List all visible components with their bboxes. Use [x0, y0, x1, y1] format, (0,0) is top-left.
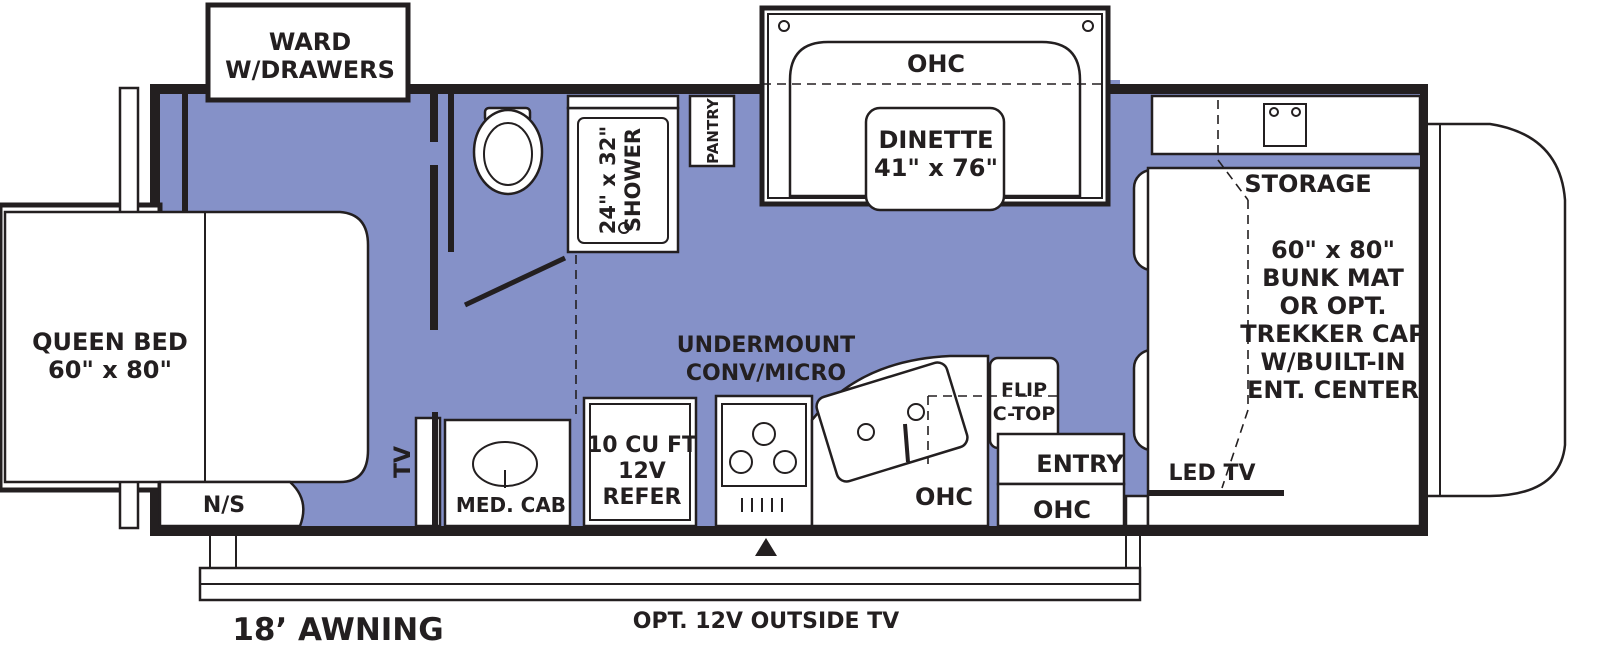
shower-label-2: SHOWER: [621, 128, 645, 232]
vanity: [414, 412, 572, 534]
microwave-label-1: UNDERMOUNT: [677, 333, 855, 358]
storage-label: STORAGE: [1244, 170, 1371, 198]
flip-ctop-label-2: C-TOP: [993, 403, 1056, 425]
exterior-walls: [150, 84, 1428, 536]
microwave-label-2: CONV/MICRO: [686, 361, 846, 386]
dinette-label-1: DINETTE: [878, 126, 993, 154]
bunk-label-2: BUNK MAT: [1262, 264, 1404, 292]
outside-tv-label: OPT. 12V OUTSIDE TV: [633, 609, 899, 634]
bunk: [1146, 166, 1422, 528]
queen-bed: [3, 210, 370, 484]
nightstand: [158, 480, 305, 528]
awning-label: 18’ AWNING: [232, 612, 443, 648]
bunk-label-6: ENT. CENTER: [1247, 376, 1419, 404]
flip-ctop-label-1: FLIP: [1001, 379, 1047, 401]
shower-label-1: 24" x 32": [596, 126, 620, 235]
entry-label: ENTRY: [1036, 450, 1124, 478]
dinette-label-2: 41" x 76": [874, 154, 998, 182]
led-tv-mount: [1148, 490, 1284, 496]
wardrobe-slideout: [205, 2, 411, 103]
awning: [198, 536, 1142, 602]
bunk-label-1: 60" x 80": [1271, 236, 1395, 264]
queen-bed-label-2: 60" x 80": [48, 356, 172, 384]
ward-label-2: W/DRAWERS: [225, 56, 395, 84]
tv-label: TV: [391, 446, 416, 478]
refer-label-2: 12V: [618, 459, 666, 484]
bunk-label-4: TREKKER CAP: [1240, 320, 1425, 348]
kitchen-ohc-label: OHC: [915, 483, 973, 511]
queen-bed-label-1: QUEEN BED: [32, 328, 188, 356]
entry: [996, 432, 1150, 528]
medicine-cabinet-label: MED. CAB: [456, 493, 566, 517]
refrigerator: [582, 396, 698, 528]
galley-counter: [810, 354, 990, 528]
refer-label-1: 10 CU FT: [587, 433, 697, 458]
nightstand-label: N/S: [203, 493, 245, 518]
entry-arrow-icon: [755, 538, 777, 556]
pantry-label: PANTRY: [704, 97, 722, 164]
cab-nose: [1423, 122, 1567, 498]
cab-counter: [1150, 94, 1422, 156]
ward-label-1: WARD: [269, 28, 351, 56]
range: [714, 394, 814, 528]
bathroom: [430, 92, 736, 330]
led-tv-label: LED TV: [1168, 461, 1255, 486]
dinette: [762, 13, 1108, 212]
dinette-ohc-label: OHC: [907, 50, 965, 78]
entry-ohc-label: OHC: [1033, 496, 1091, 524]
bunk-label-5: W/BUILT-IN: [1260, 348, 1405, 376]
refer-label-3: REFER: [603, 485, 682, 510]
bunk-label-3: OR OPT.: [1279, 292, 1386, 320]
